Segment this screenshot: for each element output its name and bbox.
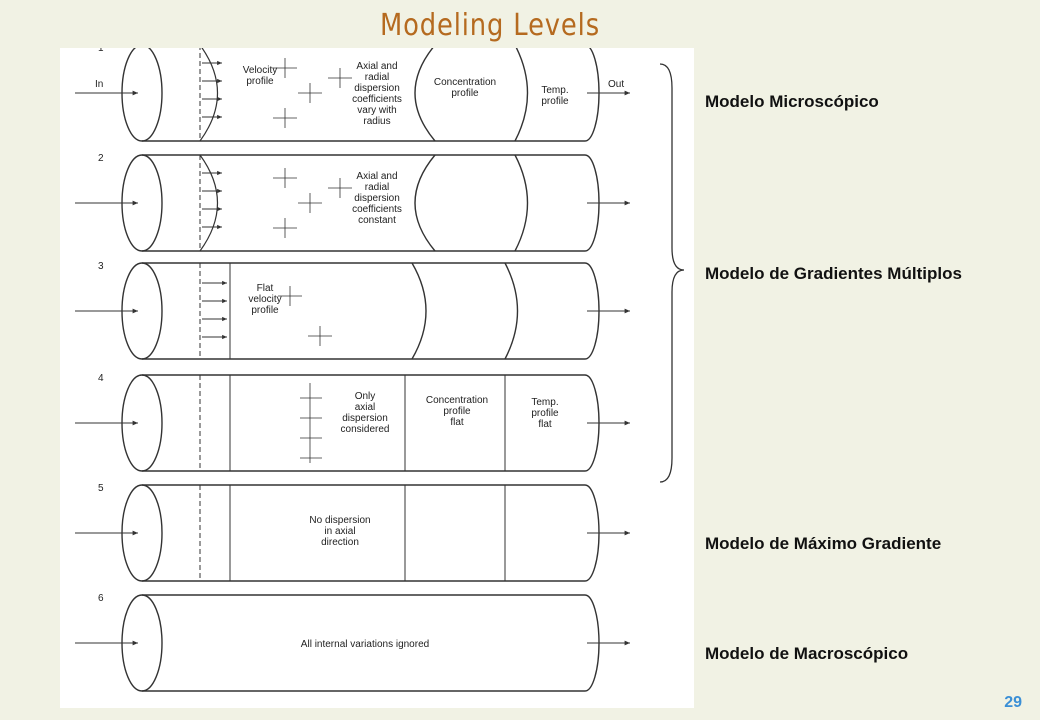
tube-number: 1 bbox=[98, 48, 104, 54]
tube-body bbox=[142, 262, 600, 360]
temperature-profile-curve bbox=[504, 262, 519, 360]
tube-number: 3 bbox=[98, 261, 104, 272]
label-microscopic-model: Modelo Microscópico bbox=[705, 92, 879, 111]
label-multiple-gradient-model: Modelo de Gradientes Múltiplos bbox=[705, 264, 962, 283]
outlet-label: Out bbox=[608, 79, 624, 90]
tube-number: 2 bbox=[98, 153, 104, 164]
page-title: Modeling Levels bbox=[379, 8, 600, 43]
temperature-profile-curve bbox=[514, 154, 529, 252]
parabolic-velocity-profile bbox=[199, 48, 218, 142]
label-maximum-gradient-model: Modelo de Máximo Gradiente bbox=[705, 534, 942, 553]
inlet-label: In bbox=[95, 79, 103, 90]
concentration-profile-curve bbox=[414, 154, 436, 252]
parabolic-velocity-profile bbox=[199, 154, 218, 252]
tube-number: 6 bbox=[98, 593, 104, 604]
concentration-profile-curve bbox=[414, 48, 436, 142]
temperature-profile-curve bbox=[514, 48, 529, 142]
tube-body bbox=[142, 484, 600, 582]
tube-number: 5 bbox=[98, 483, 104, 494]
tube-number: 4 bbox=[98, 373, 104, 384]
macroscopic-note: All internal variations ignored bbox=[301, 639, 429, 650]
label-macroscopic-model: Modelo de Macroscópico bbox=[705, 644, 909, 663]
grouping-brace bbox=[659, 63, 685, 483]
concentration-profile-curve bbox=[411, 262, 427, 360]
page-number: 29 bbox=[1004, 694, 1022, 711]
temperature-note: Temp.profile bbox=[541, 85, 569, 107]
tube-inlet-end bbox=[121, 48, 163, 142]
